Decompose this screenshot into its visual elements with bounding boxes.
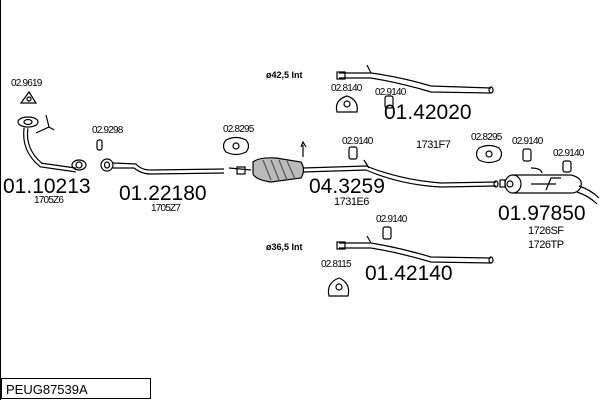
accessory-label: 02.9140 [376, 214, 407, 225]
accessory-label: 02.9140 [342, 136, 373, 147]
hanger-02-9140-drawing [382, 226, 392, 240]
part-ref-label: 1731E6 [334, 196, 369, 208]
accessory-label: 02.9298 [92, 125, 123, 136]
accessory-label: 02.9140 [512, 136, 543, 147]
front-pipe-drawing [17, 114, 87, 173]
part-ref-label: 1726TP [528, 239, 564, 251]
gasket-02-9619-drawing [19, 90, 38, 104]
accessory-label: 02.8140 [331, 83, 362, 94]
hanger-02-9140-drawing [522, 148, 532, 162]
hanger-02-9140-drawing [562, 160, 572, 173]
pipe-01-42140-drawing [336, 235, 494, 264]
diagram-code-box: PEUG87539A [1, 378, 151, 399]
part-ref-label: 1705Z6 [34, 195, 64, 206]
accessory-label: 02.8295 [471, 132, 502, 143]
part-number-label: 01.97850 [498, 202, 586, 225]
hanger-02-9140-drawing [348, 146, 358, 160]
diameter-label: ø42,5 Int [266, 70, 303, 80]
accessory-label: 02.8115 [321, 259, 352, 270]
part-ref-label: 1731F7 [416, 139, 451, 151]
hanger-02-9140-drawing [384, 95, 394, 109]
part-ref-label: 1726SF [528, 225, 564, 237]
accessory-label: 02.9140 [375, 87, 406, 98]
part-number-label: 04.3259 [309, 175, 385, 198]
pipe-01-42020-drawing [336, 64, 494, 94]
intermediate-pipe-drawing [96, 139, 225, 175]
part-number-label: 01.10213 [3, 175, 91, 198]
mount-02-8140-drawing [335, 95, 358, 113]
part-number-label: 01.22180 [119, 182, 207, 205]
clamp-02-8295-drawing [475, 144, 503, 164]
part-number-label: 01.42140 [365, 262, 453, 285]
clamp-02-8295-drawing [222, 136, 250, 156]
catalytic-converter-drawing [228, 140, 499, 188]
accessory-label: 02.9619 [11, 78, 42, 89]
accessory-label: 02.9140 [553, 148, 584, 159]
mount-02-8115-drawing [327, 277, 350, 297]
accessory-label: 02.8295 [223, 124, 254, 135]
rear-silencer-drawing [499, 167, 600, 205]
part-number-label: 01.42020 [384, 101, 472, 124]
part-ref-label: 1705Z7 [151, 203, 181, 214]
diameter-label: ø36,5 Int [266, 242, 303, 252]
